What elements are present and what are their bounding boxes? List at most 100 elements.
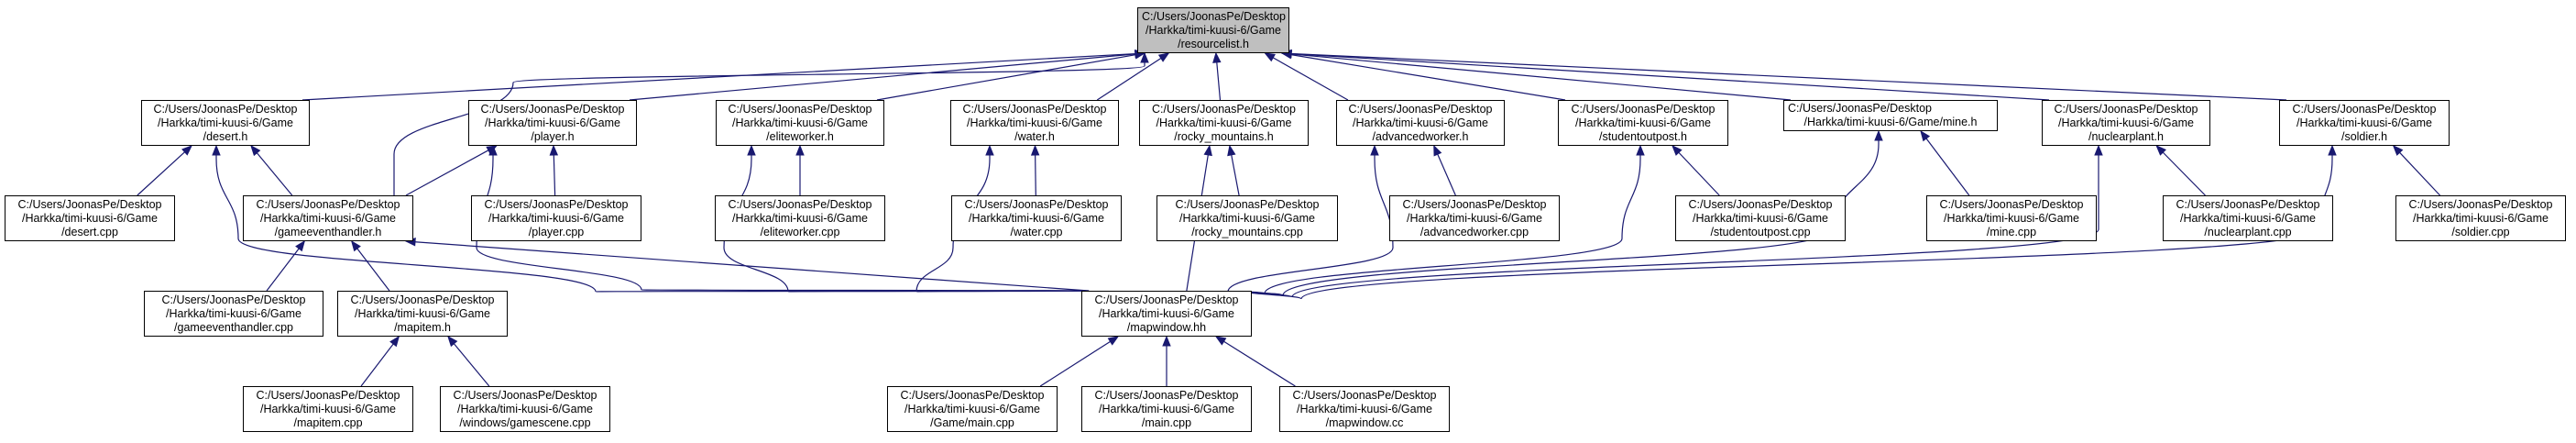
node-label-line: C:/Users/JoonasPe/Desktop <box>1788 102 1933 115</box>
edge-mine-h-to-resourcelist-h <box>1290 53 1792 101</box>
node-nuclearplant-h[interactable]: C:/Users/JoonasPe/Desktop/Harkka/timi-ku… <box>2042 100 2210 146</box>
node-label-line: /Harkka/timi-kuusi-6/Game <box>1145 23 1281 37</box>
node-advancedworker-h[interactable]: C:/Users/JoonasPe/Desktop/Harkka/timi-ku… <box>1336 100 1505 146</box>
node-rocky-mountains-h[interactable]: C:/Users/JoonasPe/Desktop/Harkka/timi-ku… <box>1139 100 1309 146</box>
node-label-line: /mapitem.h <box>394 320 451 334</box>
node-label-line: /mapwindow.cc <box>1325 415 1404 429</box>
node-label-line: /Harkka/timi-kuusi-6/Game <box>1944 211 2079 225</box>
node-mine-cpp[interactable]: C:/Users/JoonasPe/Desktop/Harkka/timi-ku… <box>1926 195 2097 241</box>
node-desert-h[interactable]: C:/Users/JoonasPe/Desktop/Harkka/timi-ku… <box>141 100 310 146</box>
edge-arrowhead <box>488 144 498 156</box>
node-label-line: /mapwindow.hh <box>1126 320 1207 334</box>
node-label-line: /desert.h <box>203 129 248 143</box>
node-mapwindow-hh[interactable]: C:/Users/JoonasPe/Desktop/Harkka/timi-ku… <box>1081 291 1252 337</box>
edge-arrowhead <box>250 144 261 157</box>
node-gameeventhandler-h[interactable]: C:/Users/JoonasPe/Desktop/Harkka/timi-ku… <box>243 195 413 241</box>
node-label-line: /Harkka/timi-kuusi-6/Game <box>260 211 396 225</box>
edge-arrowhead <box>1140 51 1149 63</box>
node-mine-h[interactable]: C:/Users/JoonasPe/Desktop/Harkka/timi-ku… <box>1783 100 1998 131</box>
node-label-line: /gameeventhandler.cpp <box>174 320 293 334</box>
edge-arrowhead <box>350 239 361 252</box>
node-game-main-cpp[interactable]: C:/Users/JoonasPe/Desktop/Harkka/timi-ku… <box>887 386 1058 432</box>
node-label-line: C:/Users/JoonasPe/Desktop <box>1939 197 2084 211</box>
edge-desert-cpp-to-desert-h <box>137 151 186 196</box>
edge-studentoutpost-h-to-resourcelist-h <box>1290 54 1566 101</box>
node-player-h[interactable]: C:/Users/JoonasPe/Desktop/Harkka/timi-ku… <box>468 100 637 146</box>
node-label-line: /Harkka/timi-kuusi-6/Game <box>969 211 1104 225</box>
edge-player-h-to-resourcelist-h <box>629 53 1136 101</box>
edge-water-h-to-resourcelist-h <box>1096 57 1162 101</box>
node-label-line: C:/Users/JoonasPe/Desktop <box>1151 102 1296 116</box>
node-water-cpp[interactable]: C:/Users/JoonasPe/Desktop/Harkka/timi-ku… <box>951 195 1122 241</box>
node-label-line: /rocky_mountains.h <box>1174 129 1274 143</box>
edge-arrowhead <box>1636 144 1645 156</box>
edge-arrowhead <box>549 144 559 156</box>
edge-arrowhead <box>1874 129 1883 141</box>
node-mapitem-h[interactable]: C:/Users/JoonasPe/Desktop/Harkka/timi-ku… <box>337 291 508 337</box>
node-eliteworker-cpp[interactable]: C:/Users/JoonasPe/Desktop/Harkka/timi-ku… <box>715 195 885 241</box>
node-label-line: C:/Users/JoonasPe/Desktop <box>2292 102 2437 116</box>
node-label-line: C:/Users/JoonasPe/Desktop <box>900 388 1045 402</box>
edge-rocky-mountains-cpp-to-rocky-mountains-h <box>1231 154 1240 196</box>
edge-mapitem-h-to-gameeventhandler-h <box>356 248 390 292</box>
node-mapwindow-cc[interactable]: C:/Users/JoonasPe/Desktop/Harkka/timi-ku… <box>1279 386 1450 432</box>
edge-soldier-h-to-resourcelist-h <box>1290 52 2287 101</box>
node-player-cpp[interactable]: C:/Users/JoonasPe/Desktop/Harkka/timi-ku… <box>471 195 641 241</box>
node-studentoutpost-h[interactable]: C:/Users/JoonasPe/Desktop/Harkka/timi-ku… <box>1558 100 1728 146</box>
node-label-line: C:/Users/JoonasPe/Desktop <box>1292 388 1437 402</box>
node-gameeventhandler-cpp[interactable]: C:/Users/JoonasPe/Desktop/Harkka/timi-ku… <box>144 291 323 337</box>
node-label-line: /Harkka/timi-kuusi-6/Game <box>166 306 301 320</box>
edge-gamescene-cpp-to-mapitem-h <box>453 343 490 387</box>
node-label-line: C:/Users/JoonasPe/Desktop <box>350 293 495 306</box>
node-label-line: /advancedworker.h <box>1372 129 1469 143</box>
node-label-line: /Harkka/timi-kuusi-6/Game <box>2296 116 2432 129</box>
node-label-line: /Harkka/timi-kuusi-6/Game <box>1353 116 1488 129</box>
edge-arrowhead <box>2094 144 2103 156</box>
node-label-line: /studentoutpost.h <box>1599 129 1687 143</box>
edge-arrowhead <box>2328 144 2337 156</box>
edge-nuclearplant-h-to-resourcelist-h <box>1290 53 2050 101</box>
edge-arrowhead <box>295 239 306 252</box>
edge-arrowhead <box>212 144 221 156</box>
edge-mapwindow-hh-to-nuclearplant-h <box>1244 155 2099 298</box>
node-label-line: /Harkka/timi-kuusi-6/Game <box>1179 211 1315 225</box>
node-label-line: C:/Users/JoonasPe/Desktop <box>153 102 298 116</box>
node-desert-cpp[interactable]: C:/Users/JoonasPe/Desktop/Harkka/timi-ku… <box>5 195 175 241</box>
edge-gameeventhandler-h-to-player-h <box>405 150 489 196</box>
edge-game-main-cpp-to-mapwindow-hh <box>1039 340 1111 387</box>
node-label-line: C:/Users/JoonasPe/Desktop <box>2054 102 2198 116</box>
node-label-line: /Harkka/timi-kuusi-6/Game <box>1156 116 1292 129</box>
edge-arrowhead <box>1203 144 1212 157</box>
node-resourcelist-h[interactable]: C:/Users/JoonasPe/Desktop/Harkka/timi-ku… <box>1137 7 1289 53</box>
node-studentoutpost-cpp[interactable]: C:/Users/JoonasPe/Desktop/Harkka/timi-ku… <box>1675 195 1846 241</box>
node-nuclearplant-cpp[interactable]: C:/Users/JoonasPe/Desktop/Harkka/timi-ku… <box>2163 195 2333 241</box>
node-label-line: /mapitem.cpp <box>293 415 363 429</box>
node-water-h[interactable]: C:/Users/JoonasPe/Desktop/Harkka/timi-ku… <box>950 100 1119 146</box>
edge-arrowhead <box>1107 336 1120 346</box>
edge-advancedworker-h-to-resourcelist-h <box>1272 57 1349 101</box>
edge-arrowhead <box>1157 52 1170 62</box>
edge-mapitem-cpp-to-mapitem-h <box>360 343 394 387</box>
node-label-line: /Harkka/timi-kuusi-6/Game <box>1099 402 1234 415</box>
node-soldier-h[interactable]: C:/Users/JoonasPe/Desktop/Harkka/timi-ku… <box>2279 100 2450 146</box>
node-label-line: /Harkka/timi-kuusi-6/Game <box>22 211 158 225</box>
edge-arrowhead <box>1370 144 1379 156</box>
node-eliteworker-h[interactable]: C:/Users/JoonasPe/Desktop/Harkka/timi-ku… <box>716 100 884 146</box>
edge-arrowhead <box>747 144 756 156</box>
node-label-line: /water.cpp <box>1010 225 1063 238</box>
node-advancedworker-cpp[interactable]: C:/Users/JoonasPe/Desktop/Harkka/timi-ku… <box>1389 195 1560 241</box>
edge-advancedworker-cpp-to-advancedworker-h <box>1437 153 1456 196</box>
node-label-line: C:/Users/JoonasPe/Desktop <box>728 102 872 116</box>
edge-arrowhead <box>1433 144 1442 157</box>
node-label-line: /Harkka/timi-kuusi-6/Game <box>260 402 396 415</box>
node-mapitem-cpp[interactable]: C:/Users/JoonasPe/Desktop/Harkka/timi-ku… <box>243 386 413 432</box>
node-main-cpp[interactable]: C:/Users/JoonasPe/Desktop/Harkka/timi-ku… <box>1081 386 1252 432</box>
node-gamescene-cpp[interactable]: C:/Users/JoonasPe/Desktop/Harkka/timi-ku… <box>440 386 610 432</box>
node-label-line: C:/Users/JoonasPe/Desktop <box>962 102 1107 116</box>
node-soldier-cpp[interactable]: C:/Users/JoonasPe/Desktop/Harkka/timi-ku… <box>2395 195 2566 241</box>
edge-desert-h-to-resourcelist-h <box>301 52 1136 101</box>
node-label-line: /Harkka/timi-kuusi-6/Game <box>158 116 293 129</box>
node-label-line: /desert.cpp <box>61 225 118 238</box>
node-label-line: /soldier.h <box>2340 129 2388 143</box>
node-rocky-mountains-cpp[interactable]: C:/Users/JoonasPe/Desktop/Harkka/timi-ku… <box>1156 195 1338 241</box>
